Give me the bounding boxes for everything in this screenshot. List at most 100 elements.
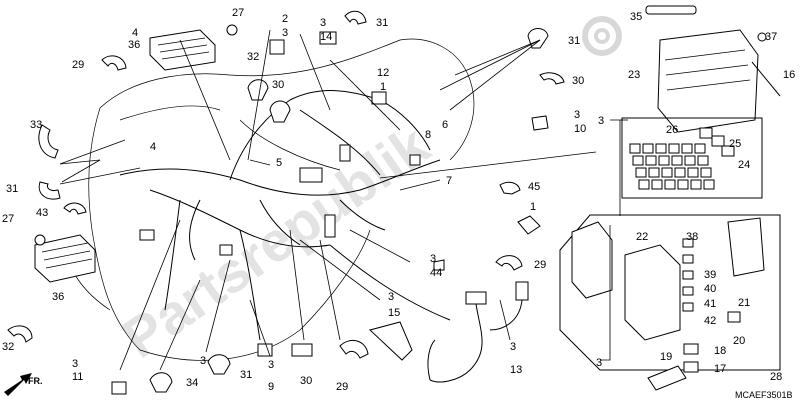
reference-code: MCAEF3501B xyxy=(735,390,793,400)
callout-30: 30 xyxy=(572,75,584,87)
relay-block xyxy=(661,167,673,178)
callout-31: 31 xyxy=(240,369,252,381)
relay xyxy=(721,145,735,157)
relay-block xyxy=(642,143,654,154)
callout-37: 37 xyxy=(765,31,777,43)
callout-11: 11 xyxy=(72,371,83,383)
callout-29: 29 xyxy=(534,259,546,271)
relay-block xyxy=(703,179,715,190)
callout-31: 31 xyxy=(568,35,580,47)
leader-lines xyxy=(59,29,628,371)
relay-bank xyxy=(621,117,763,199)
callout-29: 29 xyxy=(72,59,84,71)
callout-3: 3 xyxy=(72,358,78,370)
callout-38: 38 xyxy=(686,231,698,243)
relay-block xyxy=(655,143,667,154)
callout-10: 10 xyxy=(574,123,586,135)
callout-28: 28 xyxy=(770,371,782,383)
callout-14: 14 xyxy=(320,31,332,43)
relay-block xyxy=(681,143,693,154)
clamps xyxy=(7,10,767,395)
ecu-unit-left xyxy=(34,234,96,283)
relay-block xyxy=(697,155,709,166)
callout-20: 20 xyxy=(733,335,745,347)
relay-block xyxy=(687,167,699,178)
callout-16: 16 xyxy=(783,69,795,81)
callout-18: 18 xyxy=(714,345,726,357)
callout-3: 3 xyxy=(268,359,274,371)
relay xyxy=(699,127,713,139)
callout-26: 26 xyxy=(666,124,678,136)
callout-22: 22 xyxy=(636,231,648,243)
ecu-unit-top xyxy=(149,29,216,71)
front-direction-arrow: FR. xyxy=(4,373,43,396)
callout-30: 30 xyxy=(272,79,284,91)
main-wire-harness xyxy=(119,90,451,341)
callout-42: 42 xyxy=(704,315,716,327)
callout-15: 15 xyxy=(388,307,400,319)
relay-block xyxy=(632,155,644,166)
relay-block xyxy=(674,167,686,178)
relay-block xyxy=(645,155,657,166)
callout-25: 25 xyxy=(729,138,741,150)
callout-1: 1 xyxy=(380,81,386,93)
callout-2: 2 xyxy=(282,13,288,25)
callout-4: 4 xyxy=(132,27,138,39)
callout-19: 19 xyxy=(660,351,672,363)
callout-33: 33 xyxy=(30,119,42,131)
relay-block xyxy=(668,143,680,154)
relay-block xyxy=(638,179,650,190)
callout-21: 21 xyxy=(738,297,750,309)
callout-8: 8 xyxy=(425,129,431,141)
relay-block xyxy=(635,167,647,178)
callout-40: 40 xyxy=(704,283,716,295)
relay-block xyxy=(658,155,670,166)
callout-34: 34 xyxy=(186,377,198,389)
callout-12: 12 xyxy=(377,67,389,79)
callout-36: 36 xyxy=(128,39,140,51)
callout-32: 32 xyxy=(247,51,259,63)
callout-3: 3 xyxy=(574,109,580,121)
relay-block xyxy=(671,155,683,166)
callout-27: 27 xyxy=(232,7,244,19)
relay-block xyxy=(690,179,702,190)
relay-block xyxy=(694,143,706,154)
relay-block xyxy=(700,167,712,178)
callout-3: 3 xyxy=(430,253,436,265)
control-unit-group xyxy=(559,214,781,391)
callout-3: 3 xyxy=(596,357,602,369)
relay-block xyxy=(664,179,676,190)
callout-4: 4 xyxy=(150,141,156,153)
relay-block xyxy=(677,179,689,190)
callout-29: 29 xyxy=(336,381,348,393)
callout-13: 13 xyxy=(510,364,522,376)
callout-1: 1 xyxy=(530,201,536,213)
relay xyxy=(711,135,725,147)
callout-3: 3 xyxy=(282,27,288,39)
callout-35: 35 xyxy=(630,11,642,23)
callout-7: 7 xyxy=(446,175,452,187)
fuse-box-cover xyxy=(657,29,759,133)
relay-block xyxy=(651,179,663,190)
callout-36: 36 xyxy=(52,291,64,303)
sub-harness xyxy=(427,281,529,383)
front-label: FR. xyxy=(28,376,43,386)
callout-45: 45 xyxy=(528,181,540,193)
callout-23: 23 xyxy=(628,69,640,81)
callout-32: 32 xyxy=(2,341,14,353)
callout-30: 30 xyxy=(300,375,312,387)
relay-block xyxy=(629,143,641,154)
callout-31: 31 xyxy=(376,17,388,29)
callout-3: 3 xyxy=(598,115,604,127)
relay-block xyxy=(648,167,660,178)
gear-watermark-icon xyxy=(582,16,622,56)
callout-3: 3 xyxy=(200,355,206,367)
callout-24: 24 xyxy=(738,159,750,171)
callout-3: 3 xyxy=(510,341,516,353)
callout-44: 44 xyxy=(430,267,442,279)
relay-block xyxy=(684,155,696,166)
strap xyxy=(645,5,697,15)
